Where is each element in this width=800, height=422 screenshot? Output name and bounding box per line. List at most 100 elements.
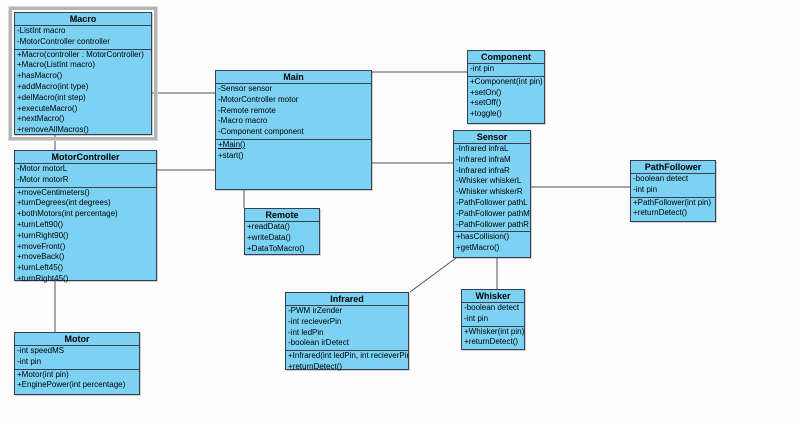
class-method-row: +bothMotors(int percentage) <box>17 209 118 219</box>
class-attribute-row: -PWM irZender <box>288 306 343 315</box>
class-attribute-row: -Infrared infraR <box>456 165 510 175</box>
class-box-sensor[interactable]: Sensor-Infrared infraL-Infrared infraM-I… <box>453 130 531 258</box>
attributes-compartment-pathfollower: -boolean detect-int pin <box>631 174 715 198</box>
class-box-component[interactable]: Component-int pin+Component(int pin)+set… <box>467 50 545 124</box>
class-title-main: Main <box>216 71 371 84</box>
class-attribute-row: -Infrared infraM <box>456 154 511 164</box>
class-method-row: +turnRight90() <box>17 230 69 240</box>
class-method-row: +returnDetect() <box>464 337 519 347</box>
class-method-row: +Macro(controller : MotorController) <box>17 49 144 59</box>
class-method-row: +Component(int pin) <box>470 76 543 86</box>
association-sensor-infrared[interactable] <box>409 257 457 293</box>
attributes-compartment-infrared: -PWM irZender-int recieverPin-int ledPin… <box>286 306 408 352</box>
class-attribute-row: -int pin <box>17 356 42 366</box>
class-method-row: +Motor(int pin) <box>17 369 69 379</box>
attributes-compartment-component: -int pin <box>468 64 544 77</box>
class-attribute-row: -int pin <box>464 313 489 323</box>
class-title-remote: Remote <box>245 209 319 222</box>
class-box-macro[interactable]: Macro-ListInt macro-MotorController cont… <box>14 12 152 135</box>
attributes-compartment-main: -Sensor sensor-MotorController motor-Rem… <box>216 84 371 140</box>
class-method-row: +setOn() <box>470 87 502 97</box>
methods-compartment-remote: +readData()+writeData()+DataToMacro() <box>245 222 319 255</box>
class-method-row: +turnLeft90() <box>17 219 64 229</box>
class-box-whisker[interactable]: Whisker-boolean detect-int pin+Whisker(i… <box>461 289 525 350</box>
class-box-remote[interactable]: Remote+readData()+writeData()+DataToMacr… <box>244 208 320 255</box>
class-title-sensor: Sensor <box>454 131 530 144</box>
class-box-motor[interactable]: Motor-int speedMS-int pin+Motor(int pin)… <box>14 332 140 395</box>
class-method-row: +removeAllMacros() <box>17 125 89 135</box>
methods-compartment-motorcontroller: +moveCentimeters()+turnDegrees(int degre… <box>15 188 156 286</box>
class-attribute-row: -Whisker whiskerR <box>456 187 523 197</box>
class-method-row: +turnLeft45() <box>17 263 64 273</box>
class-method-row: +turnRight45() <box>17 273 69 283</box>
methods-compartment-infrared: +Infrared(int ledPin, int recieverPin)+r… <box>286 351 408 374</box>
class-title-whisker: Whisker <box>462 290 524 303</box>
attributes-compartment-sensor: -Infrared infraL-Infrared infraM-Infrare… <box>454 144 530 233</box>
attributes-compartment-motor: -int speedMS-int pin <box>15 346 139 370</box>
class-title-motorcontroller: MotorController <box>15 151 156 164</box>
class-box-motorcontroller[interactable]: MotorController-Motor motorL-Motor motor… <box>14 150 157 283</box>
attributes-compartment-whisker: -boolean detect-int pin <box>462 303 524 327</box>
methods-compartment-motor: +Motor(int pin)+EnginePower(int percenta… <box>15 370 139 394</box>
class-title-motor: Motor <box>15 333 139 346</box>
attributes-compartment-macro: -ListInt macro-MotorController controlle… <box>15 26 151 50</box>
class-box-infrared[interactable]: Infrared-PWM irZender-int recieverPin-in… <box>285 292 409 371</box>
class-attribute-row: -int pin <box>470 64 495 73</box>
methods-compartment-whisker: +Whisker(int pin)+returnDetect() <box>462 327 524 350</box>
class-attribute-row: -Infrared infraL <box>456 144 509 153</box>
class-method-row: +readData() <box>247 222 290 231</box>
class-attribute-row: -int speedMS <box>17 346 65 355</box>
class-method-row: +addMacro(int type) <box>17 81 89 91</box>
class-method-row: +PathFollower(int pin) <box>633 197 712 207</box>
class-method-row: +Infrared(int ledPin, int recieverPin) <box>288 351 408 361</box>
class-method-row: +moveBack() <box>17 252 65 262</box>
class-attribute-row: -boolean detect <box>633 174 689 183</box>
class-method-row: +toggle() <box>470 109 502 119</box>
class-method-row: +writeData() <box>247 232 291 242</box>
attributes-compartment-motorcontroller: -Motor motorL-Motor motorR <box>15 164 156 188</box>
methods-compartment-sensor: +hasCollision()+getMacro() <box>454 232 530 257</box>
class-title-component: Component <box>468 51 544 64</box>
class-attribute-row: -boolean irDetect <box>288 338 349 348</box>
class-box-pathfollower[interactable]: PathFollower-boolean detect-int pin+Path… <box>630 160 716 222</box>
class-method-row: +Whisker(int pin) <box>464 326 524 336</box>
class-method-row: +Main() <box>218 139 246 149</box>
class-attribute-row: -Remote remote <box>218 105 276 115</box>
class-attribute-row: -int pin <box>633 184 658 194</box>
methods-compartment-pathfollower: +PathFollower(int pin)+returnDetect() <box>631 198 715 221</box>
class-method-row: +returnDetect() <box>633 208 688 218</box>
class-method-row: +nextMacro() <box>17 114 65 124</box>
class-attribute-row: -MotorController motor <box>218 94 299 104</box>
class-attribute-row: -int recieverPin <box>288 316 342 326</box>
class-method-row: +EnginePower(int percentage) <box>17 380 126 390</box>
class-attribute-row: -Macro macro <box>218 116 268 126</box>
class-attribute-row: -int ledPin <box>288 327 324 337</box>
class-title-infrared: Infrared <box>286 293 408 306</box>
class-method-row: +start() <box>218 150 244 160</box>
class-title-pathfollower: PathFollower <box>631 161 715 174</box>
class-method-row: +moveFront() <box>17 241 66 251</box>
class-attribute-row: -Motor motorL <box>17 164 68 173</box>
class-method-row: +Macro(ListInt macro) <box>17 60 96 70</box>
class-attribute-row: -PathFollower pathR <box>456 219 529 229</box>
methods-compartment-component: +Component(int pin)+setOn()+setOff()+tog… <box>468 77 544 123</box>
class-method-row: +setOff() <box>470 98 502 108</box>
class-method-row: +delMacro(int step) <box>17 92 86 102</box>
class-box-main[interactable]: Main-Sensor sensor-MotorController motor… <box>215 70 372 190</box>
class-attribute-row: -ListInt macro <box>17 26 66 35</box>
class-method-row: +DataToMacro() <box>247 243 305 253</box>
methods-compartment-main: +Main()+start() <box>216 140 371 189</box>
class-method-row: +turnDegrees(int degrees) <box>17 198 111 208</box>
class-method-row: +executeMacro() <box>17 103 78 113</box>
class-attribute-row: -Sensor sensor <box>218 84 273 93</box>
class-attribute-row: -PathFollower pathL <box>456 197 528 207</box>
selection-frame-macro <box>8 6 158 141</box>
class-method-row: +returnDetect() <box>288 361 343 371</box>
class-attribute-row: -MotorController controller <box>17 36 110 46</box>
class-title-macro: Macro <box>15 13 151 26</box>
class-attribute-row: -Whisker whiskerL <box>456 176 522 186</box>
class-attribute-row: -boolean detect <box>464 303 520 312</box>
class-method-row: +moveCentimeters() <box>17 187 90 197</box>
